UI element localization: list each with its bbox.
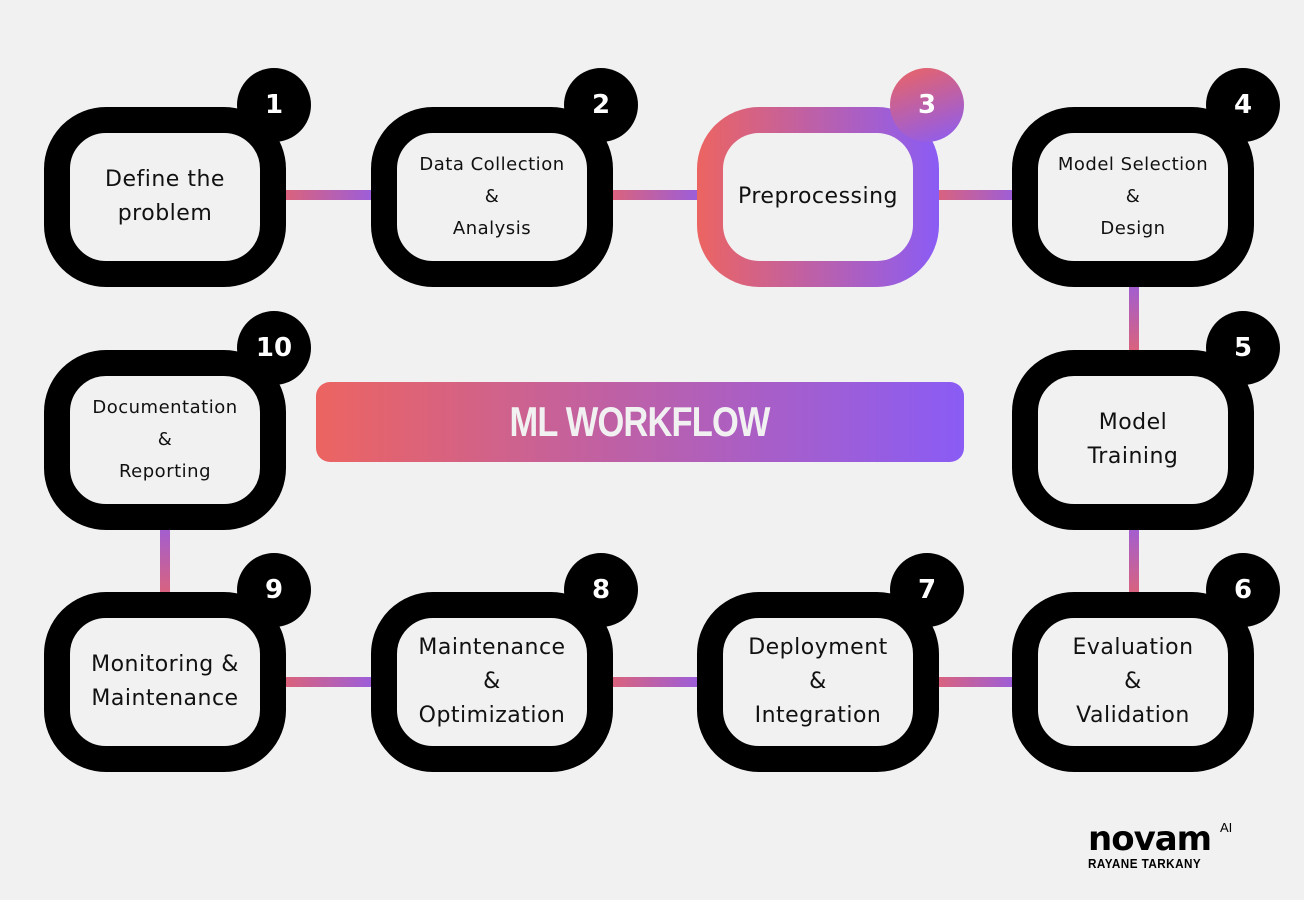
diagram-title-banner: ML WORKFLOW <box>316 382 964 462</box>
step-label: Model Training <box>1087 410 1179 469</box>
step-number-badge-5: 5 <box>1206 311 1280 385</box>
step-node-1: Define the problem <box>44 107 286 287</box>
connector-4-5 <box>1129 258 1139 372</box>
diagram-title: ML WORKFLOW <box>509 398 771 445</box>
step-number-badge-2: 2 <box>564 68 638 142</box>
step-node-6: Evaluation & Validation <box>1012 592 1254 772</box>
connector-8-9 <box>261 677 397 687</box>
connector-9-10 <box>160 500 170 616</box>
step-node-9: Monitoring & Maintenance <box>44 592 286 772</box>
connector-6-7 <box>914 677 1038 687</box>
step-node-8: Maintenance & Optimization <box>371 592 613 772</box>
step-label: Documentation & Reporting <box>92 397 238 482</box>
brand-name: novam <box>1088 819 1212 859</box>
step-label: Deployment & Integration <box>748 635 888 728</box>
connector-7-8 <box>587 677 723 687</box>
step-node-5: Model Training <box>1012 350 1254 530</box>
step-label: Preprocessing <box>737 184 899 209</box>
step-node-2: Data Collection & Analysis <box>371 107 613 287</box>
step-node-3: Preprocessing <box>697 107 939 287</box>
step-label: Maintenance & Optimization <box>418 635 566 728</box>
step-label: Data Collection & Analysis <box>419 154 565 239</box>
step-number-badge-1: 1 <box>237 68 311 142</box>
step-number-badge-10: 10 <box>237 311 311 385</box>
author-name: RAYANE TARKANY <box>1088 856 1202 871</box>
step-node-10: Documentation & Reporting <box>44 350 286 530</box>
step-number-badge-8: 8 <box>564 553 638 627</box>
step-node-7: Deployment & Integration <box>697 592 939 772</box>
step-number-badge-9: 9 <box>237 553 311 627</box>
step-label: Define the problem <box>105 167 225 226</box>
step-number-badge-7: 7 <box>890 553 964 627</box>
step-number-badge-4: 4 <box>1206 68 1280 142</box>
step-label: Model Selection & Design <box>1057 154 1209 239</box>
step-node-4: Model Selection & Design <box>1012 107 1254 287</box>
step-label: Evaluation & Validation <box>1072 635 1194 728</box>
brand-suffix: AI <box>1220 820 1233 835</box>
connector-2-3 <box>587 190 723 200</box>
connector-3-4 <box>914 190 1038 200</box>
connector-5-6 <box>1129 500 1139 616</box>
step-label: Monitoring & Maintenance <box>91 652 239 711</box>
brand-logo: novam AI RAYANE TARKANY <box>1088 819 1232 871</box>
step-number-badge-3: 3 <box>890 68 964 142</box>
step-number-badge-6: 6 <box>1206 553 1280 627</box>
connector-1-2 <box>261 190 397 200</box>
